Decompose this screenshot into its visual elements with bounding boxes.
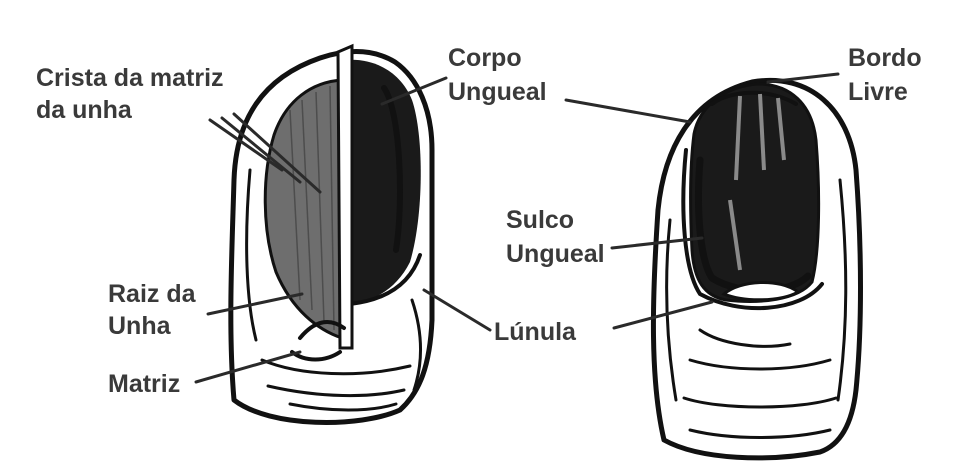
label-crista-line2: da unha — [36, 96, 133, 124]
nail-body-section — [346, 60, 421, 304]
leader-lunula-right — [614, 302, 712, 328]
label-sulco-line1: Sulco — [506, 206, 574, 234]
label-crista-line1: Crista da matriz — [36, 64, 224, 92]
label-corpo-line2: Ungueal — [448, 78, 547, 106]
label-bordo-line1: Bordo — [848, 44, 922, 72]
leader-raiz — [208, 294, 302, 314]
label-bordo-line2: Livre — [848, 78, 908, 106]
right-finger-illustration — [653, 80, 860, 457]
nail-plate-cut — [338, 46, 352, 348]
label-matriz: Matriz — [108, 370, 180, 398]
label-corpo-line1: Corpo — [448, 44, 522, 72]
label-raiz-line1: Raiz da — [108, 280, 197, 308]
left-finger-illustration — [231, 46, 432, 422]
leader-ungueal — [566, 100, 690, 122]
label-raiz-line2: Unha — [108, 312, 172, 340]
leader-bordo — [768, 74, 838, 82]
label-sulco-line2: Ungueal — [506, 240, 605, 268]
label-lunula: Lúnula — [494, 318, 577, 346]
